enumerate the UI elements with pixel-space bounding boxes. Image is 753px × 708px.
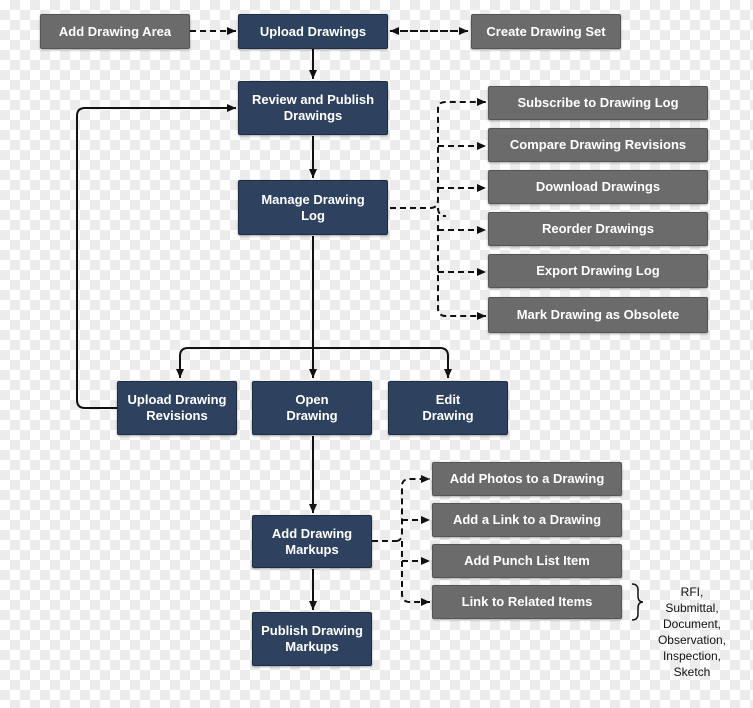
node-label: Add Punch List Item [464,553,590,568]
note-line: Document, [662,617,722,631]
link-related-items-node: Link to Related Items [432,585,622,619]
open-drawing-node: Open Drawing [252,381,372,435]
node-label: Create Drawing Set [486,23,606,39]
reorder-drawings-node: Reorder Drawings [488,212,708,246]
node-label-line-2: Markups [285,541,339,557]
edit-drawing-node: Edit Drawing [388,381,508,435]
note-line: Observation, [657,633,727,647]
export-drawing-log-node: Export Drawing Log [488,254,708,288]
node-label: Link to Related Items [461,594,593,609]
node-label-line-1: Upload Drawing [127,392,227,407]
node-label: Reorder Drawings [542,221,654,236]
node-label: Mark Drawing as Obsolete [516,307,680,322]
create-drawing-set-node: Create Drawing Set [471,14,621,49]
node-label-line-2: Drawings [283,108,343,123]
add-drawing-markups-node: Add Drawing Markups [252,515,372,568]
note-line: Submittal, [665,601,719,615]
download-drawings-node: Download Drawings [488,170,708,204]
compare-drawing-revisions-node: Compare Drawing Revisions [488,128,708,162]
publish-drawing-markups-node: Publish Drawing Markups [252,612,372,666]
add-punch-list-item-node: Add Punch List Item [432,544,622,578]
related-items-note: RFI, Submittal, Document, Observation, I… [636,584,748,680]
mark-drawing-obsolete-node: Mark Drawing as Obsolete [488,297,708,333]
node-label-line-2: Revisions [146,408,208,423]
node-label-line-1: Open [295,392,329,407]
node-label-line-2: Log [301,207,325,223]
node-label-line-2: Markups [285,639,339,654]
add-photos-node: Add Photos to a Drawing [432,462,622,496]
node-label: Add Photos to a Drawing [449,471,605,486]
subscribe-drawing-log-node: Subscribe to Drawing Log [488,86,708,120]
node-label: Upload Drawings [259,23,367,39]
node-label-line-2: Drawing [286,408,338,423]
node-label: Add a Link to a Drawing [452,512,602,527]
manage-drawing-log-node: Manage Drawing Log [238,180,388,235]
add-link-node: Add a Link to a Drawing [432,503,622,537]
related-items-brace [631,583,644,621]
upload-drawing-revisions-node: Upload Drawing Revisions [117,381,237,435]
node-label: Subscribe to Drawing Log [517,95,679,110]
node-label: Compare Drawing Revisions [509,137,687,152]
upload-drawings-node: Upload Drawings [238,14,388,49]
node-label-line-1: Edit [435,392,461,407]
node-label-line-1: Add Drawing [271,525,353,541]
node-label-line-1: Publish Drawing [261,623,363,638]
node-label-line-2: Drawing [422,408,474,423]
node-label: Download Drawings [535,179,661,194]
connector-revisions-loop [76,104,236,409]
note-line: RFI, [680,585,704,599]
note-line: Inspection, [662,649,722,663]
node-label: Add Drawing Area [58,23,172,39]
node-label: Export Drawing Log [536,263,660,278]
node-label-line-1: Manage Drawing [261,191,365,207]
note-line: Sketch [673,665,711,679]
node-label-line-1: Review and Publish [251,92,375,107]
add-drawing-area-node: Add Drawing Area [40,14,190,49]
review-publish-node: Review and Publish Drawings [238,81,388,135]
